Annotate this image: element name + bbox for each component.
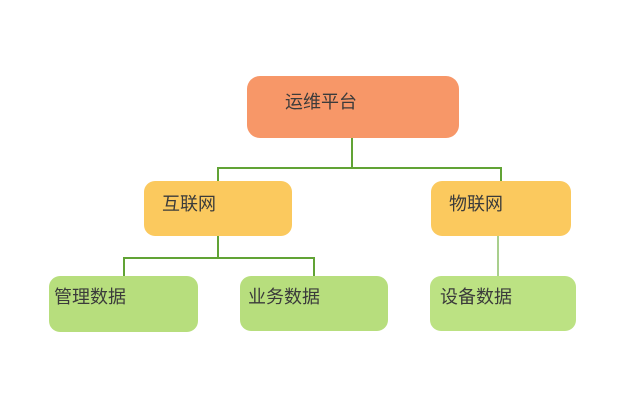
connector-level1-hbar [217,167,502,169]
connector-level2-hbar [123,257,315,259]
connector-drop-biz [313,257,315,276]
node-iot: 物联网 [431,181,571,236]
node-internet: 互联网 [144,181,292,236]
connector-drop-internet [217,167,219,181]
node-business-data: 业务数据 [240,276,388,331]
connector-iot-device [497,236,499,276]
node-iot-label: 物联网 [449,194,503,214]
node-internet-label: 互联网 [162,194,216,214]
node-business-data-label: 业务数据 [248,287,320,307]
connector-root-stem [351,138,353,168]
node-ops-platform: 运维平台 [247,76,459,138]
node-ops-platform-label: 运维平台 [285,92,357,112]
node-management-data-label: 管理数据 [54,287,126,307]
connector-drop-iot [500,167,502,181]
connector-drop-mgmt [123,257,125,276]
node-device-data-label: 设备数据 [440,287,512,307]
node-management-data: 管理数据 [49,276,198,332]
node-device-data: 设备数据 [430,276,576,331]
connector-internet-stem [217,236,219,258]
